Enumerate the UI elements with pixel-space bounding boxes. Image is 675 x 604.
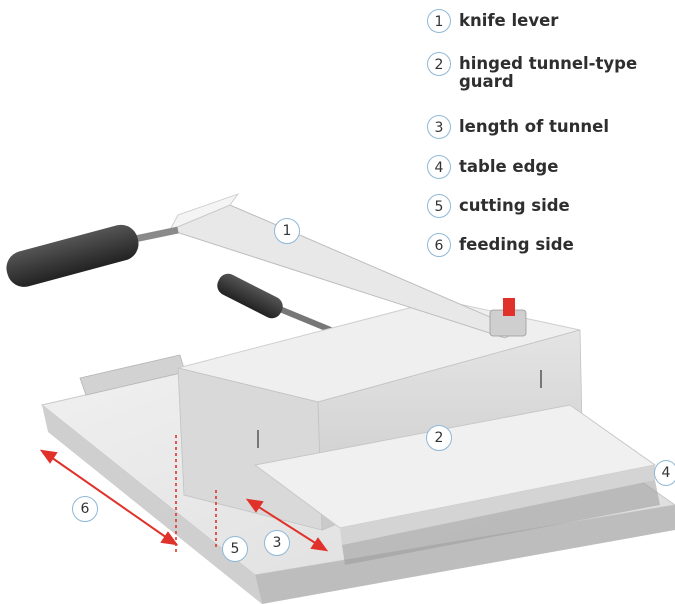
legend-number: 5 — [427, 194, 451, 218]
callout-feeding-side: 6 — [72, 496, 98, 522]
back-handle — [217, 273, 283, 319]
lever-arm — [168, 204, 522, 339]
legend-number: 3 — [427, 115, 451, 139]
legend-number: 1 — [427, 9, 451, 33]
callout-tunnel-guard: 2 — [426, 425, 452, 451]
lever-rod — [129, 226, 179, 244]
lever-red-part — [503, 298, 515, 316]
legend-label: cutting side — [459, 196, 570, 215]
table-front-left — [42, 405, 262, 604]
legend-item-1: 1 knife lever — [427, 9, 558, 33]
callout-table-edge: 4 — [654, 460, 675, 486]
legend-label: length of tunnel — [459, 117, 610, 136]
legend-item-2: 2 hinged tunnel-type guard — [427, 52, 659, 91]
legend-label: knife lever — [459, 11, 559, 30]
legend-label: feeding side — [459, 235, 574, 254]
callout-tunnel-length: 3 — [264, 530, 290, 556]
arrow-feeding-side — [39, 449, 179, 546]
legend-label: hinged tunnel-type guard — [459, 54, 638, 91]
lever-handle — [6, 224, 139, 287]
arrow-tunnel-length — [245, 498, 329, 552]
table-front-right — [255, 505, 675, 604]
legend-item-3: 3 length of tunnel — [427, 115, 609, 139]
legend-item-6: 6 feeding side — [427, 233, 574, 257]
callout-knife-lever: 1 — [274, 218, 300, 244]
legend-label: table edge — [459, 157, 559, 176]
legend-number: 4 — [427, 155, 451, 179]
legend-number: 2 — [427, 52, 451, 76]
callout-cutting-side: 5 — [222, 536, 248, 562]
legend-number: 6 — [427, 233, 451, 257]
guard-opening — [342, 480, 660, 565]
lever-arm-top — [169, 193, 240, 231]
guard-front — [340, 465, 655, 545]
legend-item-5: 5 cutting side — [427, 194, 570, 218]
legend-item-4: 4 table edge — [427, 155, 558, 179]
